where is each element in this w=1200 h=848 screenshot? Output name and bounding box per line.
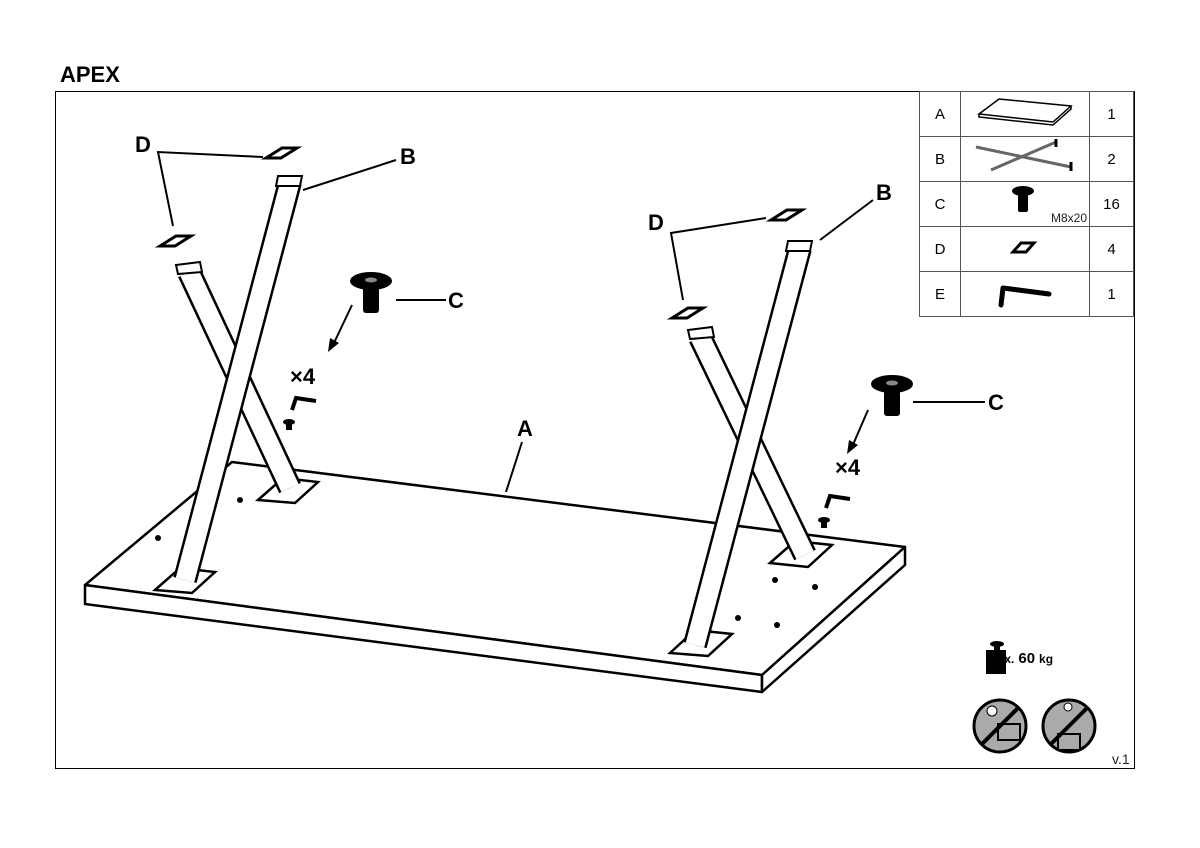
label-D-right: D: [648, 210, 664, 235]
diagram-frame: [55, 91, 1135, 769]
label-x4-left: ×4: [290, 364, 316, 389]
part-qty: 2: [1089, 136, 1134, 182]
part-id: A: [919, 91, 961, 137]
part-qty: 16: [1089, 181, 1134, 227]
parts-row: B 2: [919, 136, 1134, 182]
small-bolt-icon: [283, 419, 830, 528]
leg-B-right: [667, 240, 835, 658]
label-D-left: D: [135, 132, 151, 157]
part-qty: 4: [1089, 226, 1134, 272]
bolt-icon: [350, 272, 913, 416]
product-title: APEX: [60, 62, 120, 87]
part-qty: 1: [1089, 271, 1134, 317]
pads-D: [154, 146, 808, 320]
label-C-right: C: [988, 390, 1004, 415]
parts-row: C M8x20 16: [919, 181, 1134, 227]
tabletop-holes: [155, 497, 818, 628]
parts-row: A 1: [919, 91, 1134, 137]
bolt-size: M8x20: [1050, 211, 1087, 225]
parts-list: A 1 B 2 C M8x20 16 D 4 E 1: [919, 91, 1134, 317]
max-load-unit: kg: [1039, 652, 1054, 666]
allen-key-icon: [960, 271, 1090, 317]
bolt-icon: M8x20: [960, 181, 1090, 227]
leg-B-left: [151, 175, 321, 595]
part-qty: 1: [1089, 91, 1134, 137]
leader-lines: [156, 150, 985, 493]
parts-row: E 1: [919, 271, 1134, 317]
max-load-value: 60: [1018, 650, 1036, 667]
label-B-right: B: [876, 180, 892, 205]
label-C-left: C: [448, 288, 464, 313]
part-id: B: [919, 136, 961, 182]
tabletop-icon: [960, 91, 1090, 137]
max-load-prefix: max.: [987, 652, 1015, 666]
part-id: C: [919, 181, 961, 227]
part-id: E: [919, 271, 961, 317]
label-x4-right: ×4: [835, 455, 861, 480]
version-label: v.1: [1112, 751, 1130, 767]
x-leg-icon: [960, 136, 1090, 182]
pad-icon: [960, 226, 1090, 272]
label-B-left: B: [400, 144, 416, 169]
allen-key-icon: [290, 395, 851, 509]
arrow-heads: [328, 338, 858, 454]
parts-row: D 4: [919, 226, 1134, 272]
part-id: D: [919, 226, 961, 272]
label-A: A: [517, 416, 533, 441]
